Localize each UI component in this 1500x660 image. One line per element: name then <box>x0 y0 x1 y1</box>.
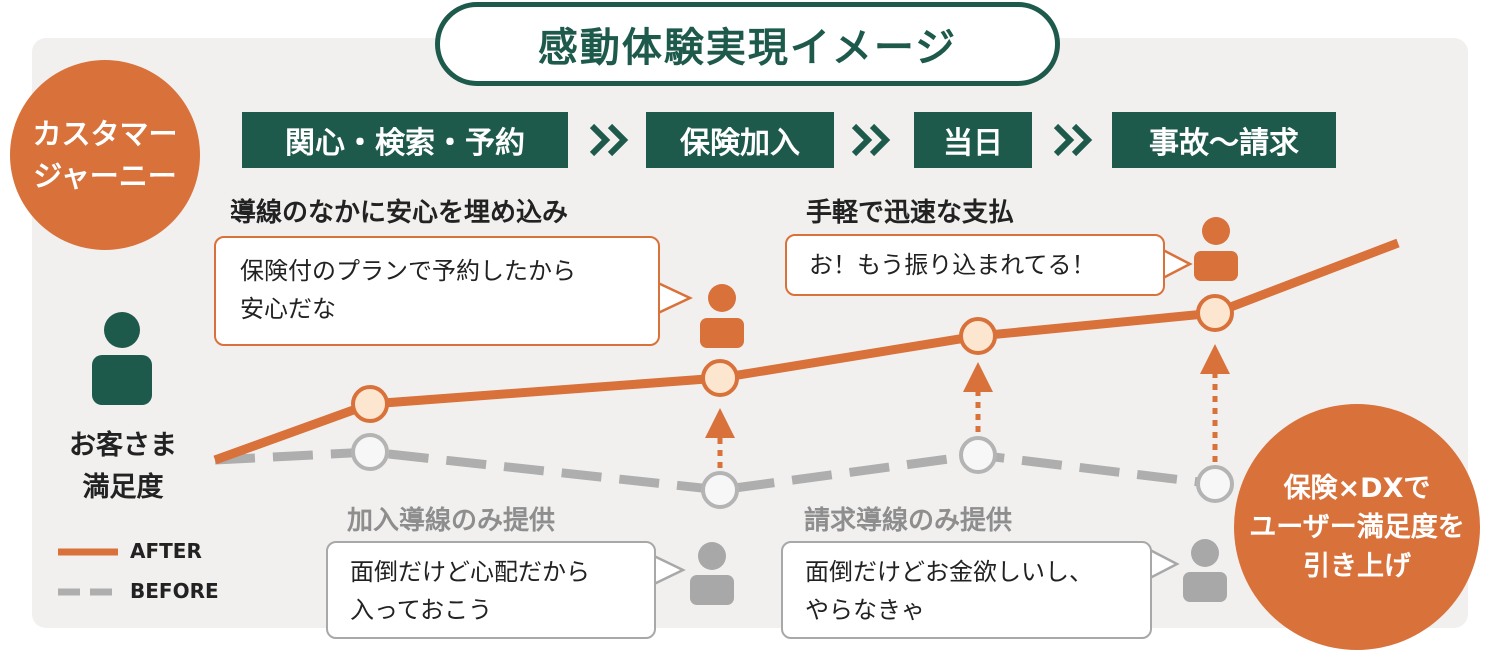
bubble-line: お！もう振り込まれてる！ <box>809 251 1096 279</box>
bubble-tail <box>656 281 693 315</box>
after-speech-bubble-left: 保険付のプランで予約したから 安心だな <box>214 236 660 346</box>
summary-badge: 保険×DXで ユーザー満足度を 引き上げ <box>1234 404 1480 650</box>
legend-before-label: BEFORE <box>130 579 219 603</box>
journey-label-line: カスタマー <box>32 117 178 151</box>
journey-label-line: ジャーニー <box>33 159 177 193</box>
stage-accident-claim: 事故〜請求 <box>1112 112 1336 168</box>
chevron-double-right-icon <box>1053 123 1093 157</box>
person-icon <box>1194 217 1238 281</box>
after-heading-right: 手軽で迅速な支払 <box>806 198 1015 228</box>
before-speech-bubble-right: 面倒だけどお金欲しいし、 やらなきゃ <box>781 541 1152 639</box>
person-icon <box>1183 539 1227 602</box>
chevron-double-right-icon <box>851 123 891 157</box>
before-heading-right: 請求導線のみ提供 <box>804 506 1013 536</box>
summary-line: ユーザー満足度を <box>1249 511 1465 543</box>
after-marker <box>701 359 739 397</box>
bubble-tail <box>652 554 686 586</box>
bubble-tail <box>1148 547 1180 581</box>
person-icon <box>700 284 744 348</box>
after-line <box>213 238 1400 465</box>
customer-label-line: 満足度 <box>82 472 164 503</box>
stage-interest-search-booking: 関心・検索・予約 <box>242 112 568 168</box>
after-marker <box>1196 294 1234 332</box>
arrow-up-icon <box>963 362 993 432</box>
summary-line: 保険×DXで <box>1283 472 1431 504</box>
diagram-title: 感動体験実現イメージ <box>435 2 1060 86</box>
after-marker <box>959 317 997 355</box>
before-marker <box>1196 465 1234 503</box>
after-marker <box>351 385 389 423</box>
stage-insurance-enrollment: 保険加入 <box>646 112 834 168</box>
bubble-line: 面倒だけどお金欲しいし、 <box>805 558 1093 586</box>
bubble-line: 保険付のプランで予約したから <box>240 257 576 285</box>
legend-after-label: AFTER <box>130 539 202 563</box>
after-speech-bubble-right: お！もう振り込まれてる！ <box>785 234 1165 296</box>
customer-label-line: お客さま <box>69 430 177 461</box>
arrow-up-icon <box>1200 344 1230 462</box>
chevron-double-right-icon <box>589 123 629 157</box>
before-marker <box>351 433 389 471</box>
bubble-line: やらなきゃ <box>805 596 925 624</box>
after-heading-left: 導線のなかに安心を埋め込み <box>230 198 569 228</box>
customer-satisfaction-label: お客さま 満足度 <box>58 425 188 509</box>
person-icon <box>690 542 734 605</box>
bubble-tail <box>1161 247 1193 281</box>
before-marker <box>959 436 997 474</box>
stage-day-of: 当日 <box>914 112 1032 168</box>
bubble-line: 安心だな <box>240 295 336 323</box>
bubble-line: 面倒だけど心配だから <box>350 558 590 586</box>
bubble-line: 入っておこう <box>350 596 493 624</box>
before-line <box>214 447 1216 495</box>
arrow-up-icon <box>705 408 735 468</box>
before-speech-bubble-left: 面倒だけど心配だから 入っておこう <box>326 541 656 639</box>
before-marker <box>701 471 739 509</box>
person-icon <box>92 312 152 405</box>
customer-journey-badge: カスタマー ジャーニー <box>10 60 200 250</box>
before-heading-left: 加入導線のみ提供 <box>347 506 556 536</box>
summary-line: 引き上げ <box>1303 550 1411 582</box>
